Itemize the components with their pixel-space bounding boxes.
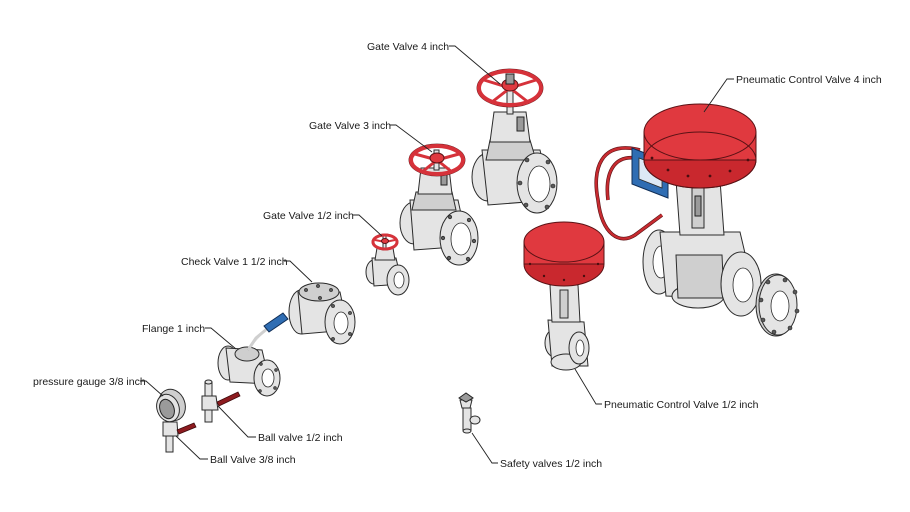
label-ball-valve-half: Ball valve 1/2 inch	[217, 405, 343, 444]
label-check-valve: Check Valve 1 1/2 inch	[181, 256, 313, 283]
pneumatic-control-valve-half-inch	[523, 221, 605, 371]
pneumatic-control-valve-4-inch	[594, 103, 762, 317]
label-text: Pneumatic Control Valve 1/2 inch	[604, 399, 759, 411]
label-text: Ball Valve 3/8 inch	[210, 454, 296, 466]
gate-valve-4-inch	[471, 68, 558, 214]
gate-valve-3-inch	[399, 143, 479, 266]
label-flange: Flange 1 inch	[142, 323, 237, 350]
label-pneumatic-4: Pneumatic Control Valve 4 inch	[703, 74, 882, 113]
label-text: Check Valve 1 1/2 inch	[181, 256, 288, 268]
label-text: Gate Valve 1/2 inch	[263, 210, 354, 222]
label-text: Safety valves 1/2 inch	[500, 458, 602, 470]
loose-flange	[755, 273, 800, 337]
label-pneumatic-half: Pneumatic Control Valve 1/2 inch	[574, 368, 759, 411]
label-text: Ball valve 1/2 inch	[258, 432, 343, 444]
safety-valve-half-inch	[458, 392, 481, 434]
label-safety-valve: Safety valves 1/2 inch	[471, 432, 602, 470]
label-gate-valve-half: Gate Valve 1/2 inch	[263, 210, 383, 237]
label-text: Gate Valve 4 inch	[367, 41, 449, 53]
ball-valve-flange-1-inch	[217, 312, 289, 397]
label-text: pressure gauge 3/8 inch	[33, 376, 146, 388]
label-text: Pneumatic Control Valve 4 inch	[736, 74, 882, 86]
ball-valve-half-inch	[201, 379, 241, 423]
label-gate-valve-4: Gate Valve 4 inch	[367, 41, 501, 85]
label-text: Flange 1 inch	[142, 323, 205, 335]
gate-valve-half-inch	[365, 233, 410, 296]
label-gate-valve-3: Gate Valve 3 inch	[309, 120, 433, 153]
pressure-gauge-assembly	[156, 388, 197, 453]
check-valve-1-1-2-inch	[288, 282, 356, 345]
label-text: Gate Valve 3 inch	[309, 120, 391, 132]
label-pressure-gauge: pressure gauge 3/8 inch	[33, 376, 164, 397]
label-ball-valve-3-8: Ball Valve 3/8 inch	[175, 435, 296, 466]
